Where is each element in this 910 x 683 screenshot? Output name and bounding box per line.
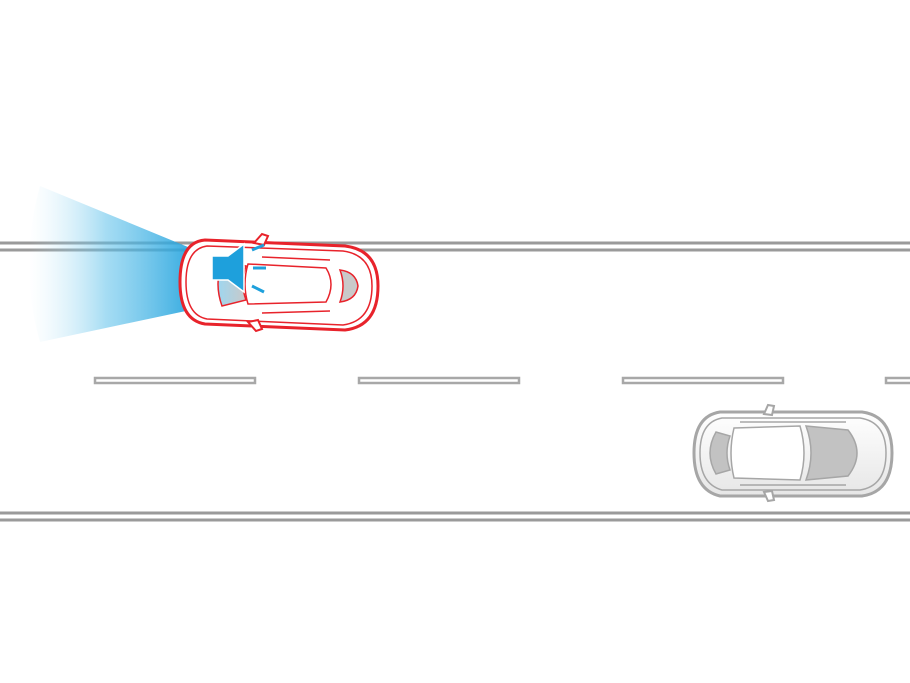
- ego-vehicle-body-inner: [185, 245, 373, 326]
- other-vehicle-body-inner: [699, 417, 887, 491]
- other-rear-window: [709, 431, 731, 475]
- lane-dash: [621, 376, 785, 385]
- other-windshield: [804, 425, 858, 481]
- radar-sensor-icon: [211, 242, 266, 294]
- detection-beam: [29, 186, 200, 342]
- other-mirror-bottom: [762, 489, 776, 503]
- other-vehicle: [692, 403, 894, 503]
- ego-mirror-top: [252, 232, 270, 247]
- lane-dash: [884, 376, 910, 385]
- lane-divider: [93, 376, 910, 385]
- road-lower-edge: [0, 511, 910, 522]
- ego-rear-window: [338, 269, 359, 303]
- ego-mirror-bottom: [246, 318, 264, 333]
- ego-vehicle: [178, 232, 380, 333]
- ego-roof: [244, 263, 332, 305]
- lane-dash: [93, 376, 257, 385]
- other-roof: [730, 425, 805, 481]
- other-mirror-top: [762, 403, 776, 417]
- lane-dash: [357, 376, 521, 385]
